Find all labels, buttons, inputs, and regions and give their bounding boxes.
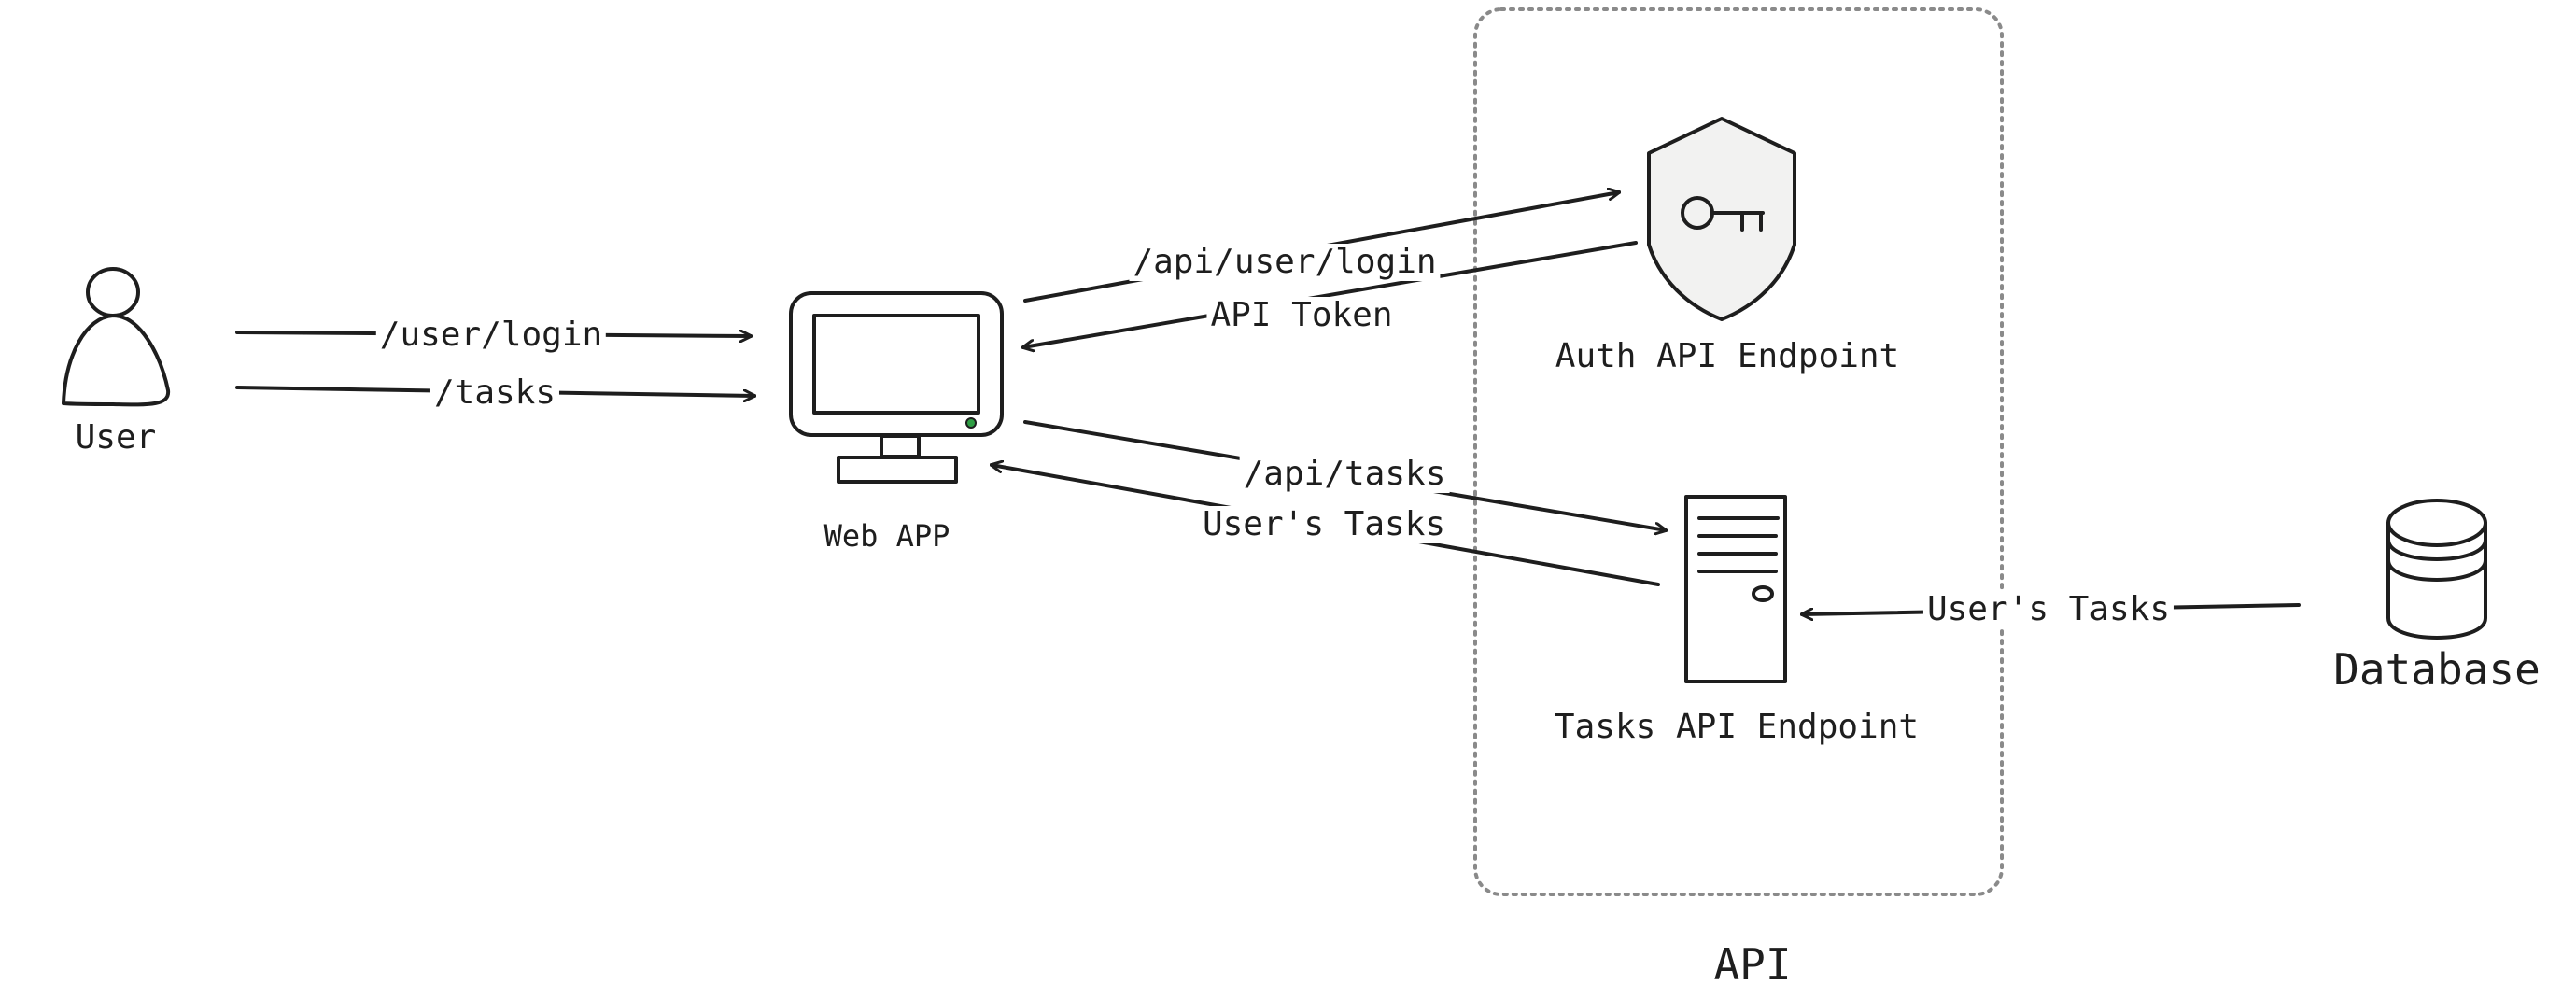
edge-label-api-token: API Token bbox=[1206, 297, 1397, 334]
arrow-api-token bbox=[1023, 241, 1638, 347]
user-label: User bbox=[75, 418, 157, 457]
api-group-label: API bbox=[1713, 939, 1792, 990]
api-group-container bbox=[1473, 7, 2004, 896]
monitor-icon bbox=[789, 291, 1004, 484]
shield-key-icon bbox=[1647, 117, 1796, 321]
edge-label-user-login: /user/login bbox=[375, 317, 607, 354]
person-icon bbox=[62, 267, 171, 407]
tasks-endpoint-label: Tasks API Endpoint bbox=[1554, 708, 1920, 746]
edge-label-users-tasks-response: User's Tasks bbox=[1198, 506, 1450, 543]
edge-label-api-user-login: /api/user/login bbox=[1129, 244, 1441, 281]
database-label: Database bbox=[2333, 644, 2541, 695]
edge-label-api-tasks: /api/tasks bbox=[1239, 456, 1450, 493]
edge-label-tasks: /tasks bbox=[429, 374, 560, 412]
auth-endpoint-label: Auth API Endpoint bbox=[1555, 337, 1900, 375]
edge-label-db-users-tasks: User's Tasks bbox=[1922, 591, 2175, 628]
server-tower-icon bbox=[1684, 495, 1787, 683]
database-cylinder-icon bbox=[2386, 499, 2487, 640]
web-app-label: Web APP bbox=[823, 518, 950, 554]
